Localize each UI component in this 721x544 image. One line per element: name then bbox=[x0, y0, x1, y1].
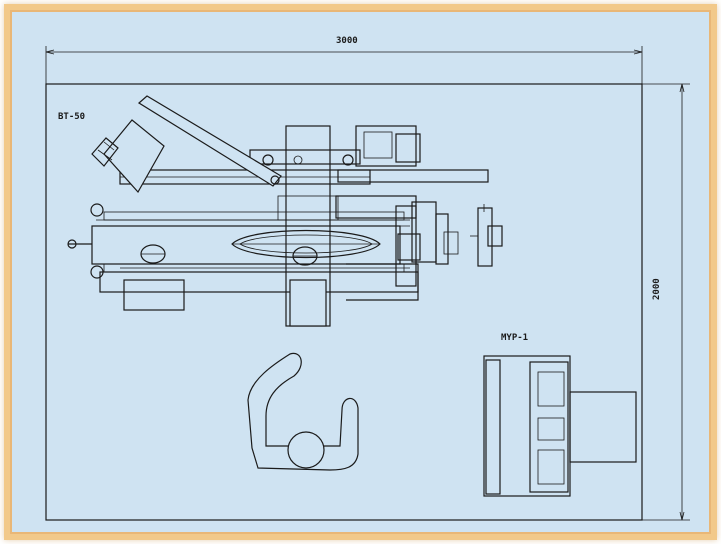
width-dimension bbox=[45, 46, 643, 84]
dimension-height-label: 2000 bbox=[652, 278, 662, 300]
dimension-width-label: 3000 bbox=[336, 36, 358, 46]
operator-station bbox=[247, 352, 359, 471]
machine-myp1 bbox=[483, 355, 637, 497]
room-outline bbox=[45, 83, 643, 521]
equipment-label-myp1: MYP-1 bbox=[501, 333, 529, 343]
equipment-label-bt50: BT-50 bbox=[58, 112, 86, 122]
lathe-bt50 bbox=[67, 95, 503, 327]
height-dimension bbox=[642, 83, 690, 521]
